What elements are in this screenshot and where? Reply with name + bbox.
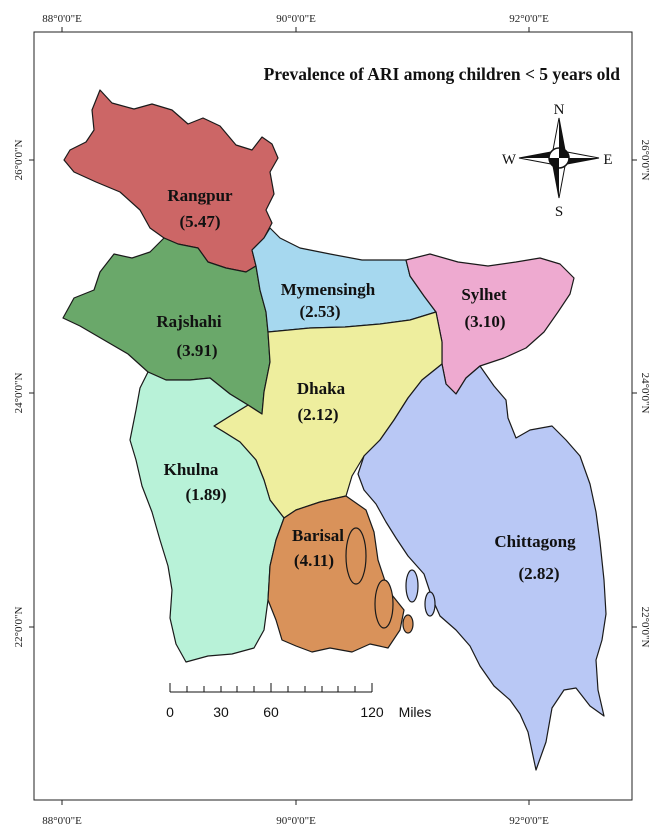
label-rajshahi-name: Rajshahi xyxy=(156,312,221,331)
map-title: Prevalence of ARI among children < 5 yea… xyxy=(264,64,621,84)
longitude-label-top-88: 88°0'0"E xyxy=(42,13,82,25)
label-sylhet-name: Sylhet xyxy=(461,285,507,304)
scale-label-120: 120 xyxy=(360,704,384,720)
label-rangpur-value: (5.47) xyxy=(179,212,220,231)
label-rangpur-name: Rangpur xyxy=(167,186,233,205)
compass-north-label: N xyxy=(554,102,565,118)
label-barisal-value: (4.11) xyxy=(294,551,334,570)
regions xyxy=(62,89,607,771)
scale-label-0: 0 xyxy=(166,704,174,720)
longitude-label-bottom-90: 90°0'0"E xyxy=(276,815,316,827)
compass-west-label: W xyxy=(502,152,517,168)
scale-label-30: 30 xyxy=(213,704,229,720)
label-mymensingh-value: (2.53) xyxy=(299,302,340,321)
latitude-label-left-24: 24°0'0"N xyxy=(13,373,25,414)
map-frame xyxy=(33,31,633,801)
label-barisal-name: Barisal xyxy=(292,526,344,545)
latitude-label-left-22: 22°0'0"N xyxy=(13,607,25,648)
latitude-label-right-22: 22°0'0"N xyxy=(639,607,649,648)
latitude-label-right-24: 24°0'0"N xyxy=(639,373,649,414)
latitude-label-right-26: 26°0'0"N xyxy=(639,140,649,181)
label-khulna-name: Khulna xyxy=(164,460,219,479)
longitude-label-bottom-92: 92°0'0"E xyxy=(509,815,549,827)
longitude-label-top-90: 90°0'0"E xyxy=(276,13,316,25)
label-rajshahi-value: (3.91) xyxy=(176,341,217,360)
label-mymensingh-name: Mymensingh xyxy=(281,280,376,299)
scale-unit-label: Miles xyxy=(399,704,432,720)
label-dhaka-value: (2.12) xyxy=(297,405,338,424)
compass-rose: N S E W xyxy=(502,102,613,220)
scale-bar xyxy=(169,683,373,693)
label-dhaka-name: Dhaka xyxy=(297,379,346,398)
coastal-islands xyxy=(345,527,436,634)
latitude-label-left-26: 26°0'0"N xyxy=(13,140,25,181)
graticule-ticks xyxy=(29,27,637,805)
longitude-label-top-92: 92°0'0"E xyxy=(509,13,549,25)
compass-south-label: S xyxy=(555,204,563,220)
longitude-label-bottom-88: 88°0'0"E xyxy=(42,815,82,827)
scale-label-60: 60 xyxy=(263,704,279,720)
region-barisal xyxy=(267,495,405,653)
region-chittagong xyxy=(357,363,607,771)
label-chittagong-value: (2.82) xyxy=(518,564,559,583)
region-khulna xyxy=(129,371,285,663)
label-khulna-value: (1.89) xyxy=(185,485,226,504)
label-sylhet-value: (3.10) xyxy=(464,312,505,331)
compass-east-label: E xyxy=(603,152,612,168)
label-chittagong-name: Chittagong xyxy=(494,532,576,551)
